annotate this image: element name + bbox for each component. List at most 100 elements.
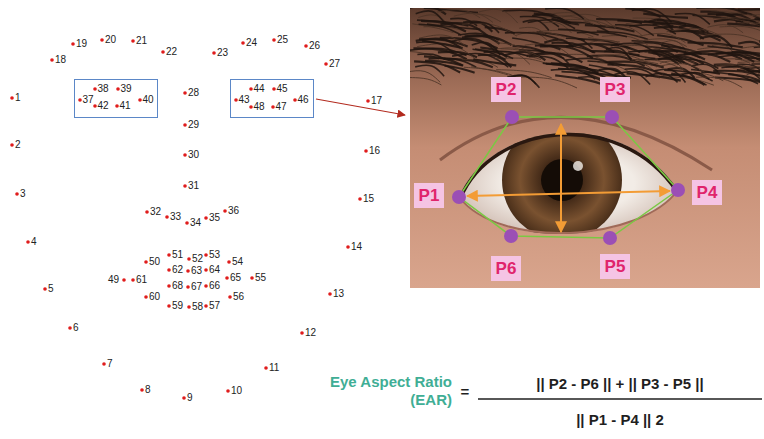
landmark-dot [366,99,370,103]
landmark-number: 33 [170,212,181,222]
point-label: P6 [496,260,517,277]
hair-stroke [656,64,704,72]
landmark-dot [187,257,191,261]
hair-stroke [735,55,760,65]
landmark-dot [226,389,230,393]
landmark-number: 39 [121,84,132,94]
hair-stroke [598,55,652,66]
landmark-dot [264,366,268,370]
landmark-number: 6 [73,323,79,333]
landmark-dot [250,276,254,280]
formula-text: || P2 - P6 || + || P3 - P5 || [536,376,703,391]
landmark-dot [186,269,190,273]
landmark-dots [10,38,370,400]
hair-stroke [535,52,569,63]
landmark-dot [186,285,190,289]
hair-stroke [639,50,685,62]
landmark-dot [131,39,135,43]
landmark-number: 41 [120,101,131,111]
lower-lid [459,190,678,233]
landmark-number: 42 [98,101,109,111]
landmark-point [505,110,519,124]
landmark-dot [43,287,47,291]
landmark-number: 10 [231,386,242,396]
landmark-dot [204,284,208,288]
landmark-dot [93,87,97,91]
landmark-dot [272,38,276,42]
landmark-number: 17 [371,96,382,106]
hair-stroke [422,41,463,48]
landmark-point [605,110,619,124]
landmark-number: 7 [107,359,113,369]
landmark-number: 36 [228,206,239,216]
landmark-dot [122,278,126,282]
point-label: P3 [605,81,626,98]
landmark-dot [165,215,169,219]
hair-stroke [517,77,577,88]
landmark-number: 21 [136,36,147,46]
hair-stroke [473,59,516,65]
hair-stroke [735,59,760,64]
hair-stroke [520,16,559,26]
hair-stroke [540,46,593,58]
landmark-dot [187,305,191,309]
hair-stroke [479,9,518,23]
hair-stroke [705,34,760,42]
hair-stroke [454,13,493,22]
landmark-point [603,231,617,245]
landmark-point [504,229,518,243]
lash-line [459,133,678,197]
landmark-number: 23 [217,48,228,58]
landmark-dot [183,153,187,157]
landmark-dot [138,98,142,102]
landmark-number: 2 [15,140,21,150]
eye-region-box: 383937404241 [74,79,158,118]
point-label: P4 [697,184,718,201]
hair-stroke [543,22,572,33]
landmark-number: 65 [230,273,241,283]
hair-stroke [425,61,463,66]
landmark-number: 40 [143,95,154,105]
hair-stroke [418,24,461,35]
hair-stroke [638,33,685,42]
landmark-number: 47 [276,102,287,112]
landmark-dot [71,42,75,46]
landmark-number: 43 [239,95,250,105]
landmark-number: 19 [76,39,87,49]
landmark-number: 34 [190,218,201,228]
landmark-number: 29 [188,120,199,130]
landmark-dot [300,331,304,335]
landmark-dot [204,253,208,257]
hair-stroke [410,71,440,83]
landmark-dot [364,149,368,153]
formula-text: Eye Aspect Ratio (EAR) [312,373,452,409]
hair-stroke [415,65,444,76]
hair-stroke [596,19,642,23]
landmark-number: 67 [191,282,202,292]
landmark-dot [304,44,308,48]
hair-stroke [629,54,655,59]
landmark-number: 30 [188,150,199,160]
point-label-box: P3 [600,77,631,102]
landmark-number: 63 [191,266,202,276]
landmark-dot [324,62,328,66]
landmark-dot [223,209,227,213]
landmark-number: 56 [233,292,244,302]
hair-stroke [707,46,760,57]
landmark-dot [161,50,165,54]
hair-stroke [577,32,627,37]
landmark-number: 14 [351,242,362,252]
point-label: P5 [605,258,626,275]
landmark-dot [183,91,187,95]
landmark-dot [212,51,216,55]
hair-stroke [421,21,466,32]
landmark-point [452,190,466,204]
landmark-number: 35 [209,213,220,223]
hair-stroke [667,28,722,36]
hair-stroke [644,39,686,47]
hair-stroke [728,74,760,86]
landmark-dot [144,260,148,264]
landmark-number: 1 [15,93,21,103]
landmark-number: 31 [188,181,199,191]
landmark-number: 37 [83,95,94,105]
